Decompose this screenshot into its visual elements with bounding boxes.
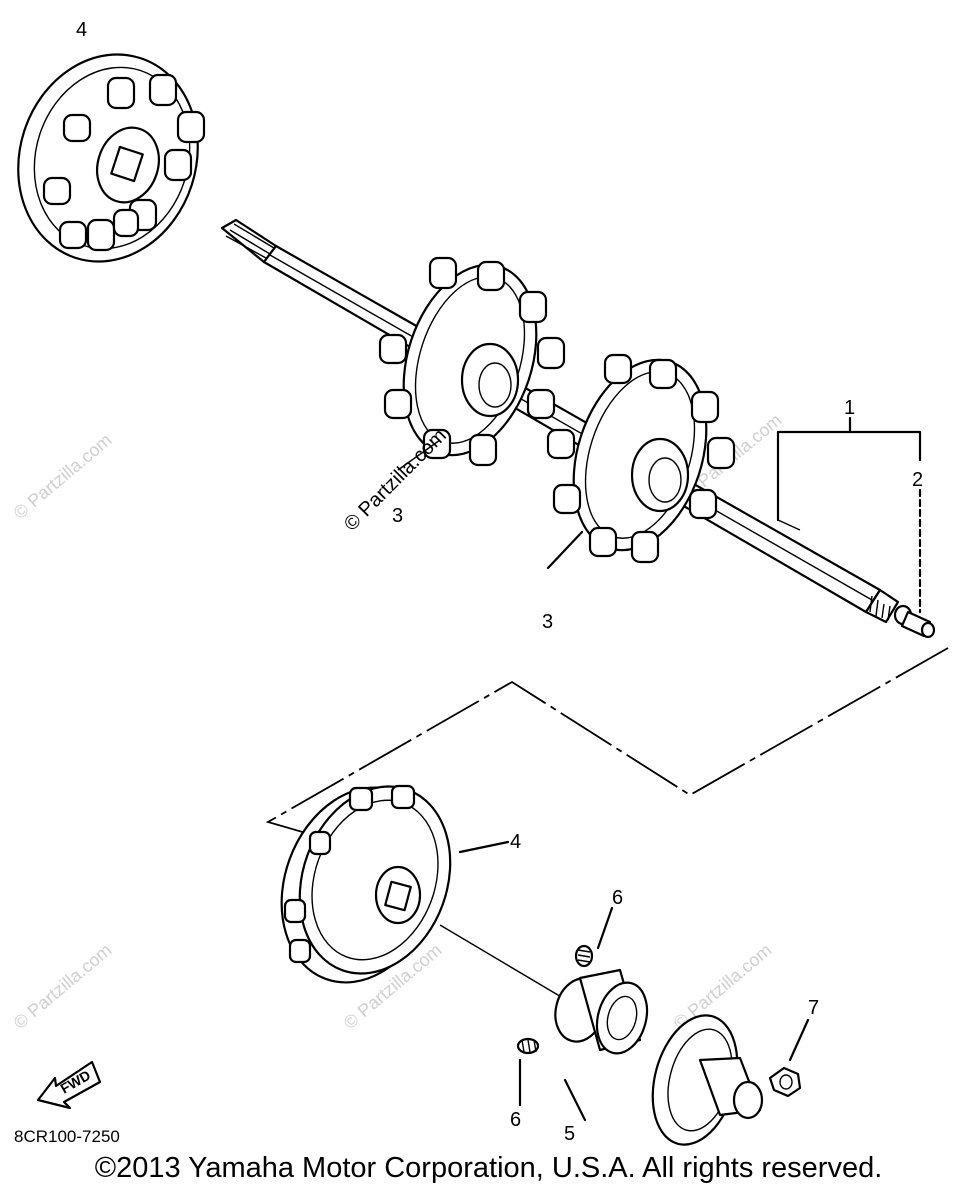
watermark-text: © Partzilla.com	[670, 940, 776, 1033]
hub-flange	[651, 1014, 802, 1146]
bearing-assembly	[516, 944, 649, 1055]
callout-6-top: 6	[612, 887, 623, 909]
copyright-footer: ©2013 Yamaha Motor Corporation, U.S.A. A…	[94, 1152, 883, 1184]
callout-7: 7	[808, 997, 819, 1019]
callout-6-bottom: 6	[510, 1109, 521, 1131]
sprocket-center-left	[378, 256, 566, 467]
shaft-collar	[893, 604, 936, 639]
assembly-outline	[265, 647, 949, 841]
fwd-arrow: FWD	[36, 1060, 102, 1110]
callout-3-right: 3	[542, 611, 553, 633]
drive-shaft	[220, 218, 900, 624]
sprocket-center-right	[546, 353, 736, 564]
callout-bracket-1-2	[776, 416, 922, 614]
sprocket-wheel-bottom	[280, 784, 452, 984]
callout-3-left: 3	[392, 505, 403, 527]
watermark-text: © Partzilla.com	[10, 430, 116, 523]
sprocket-wheel-top	[17, 53, 206, 263]
callout-5: 5	[564, 1123, 575, 1145]
callout-4-bottom: 4	[510, 831, 521, 853]
callout-1: 1	[844, 397, 855, 419]
callout-2: 2	[912, 469, 923, 491]
watermark-text: © Partzilla.com	[10, 940, 116, 1033]
callout-4-top: 4	[76, 19, 87, 41]
diagram-code: 8CR100-7250	[14, 1127, 120, 1146]
